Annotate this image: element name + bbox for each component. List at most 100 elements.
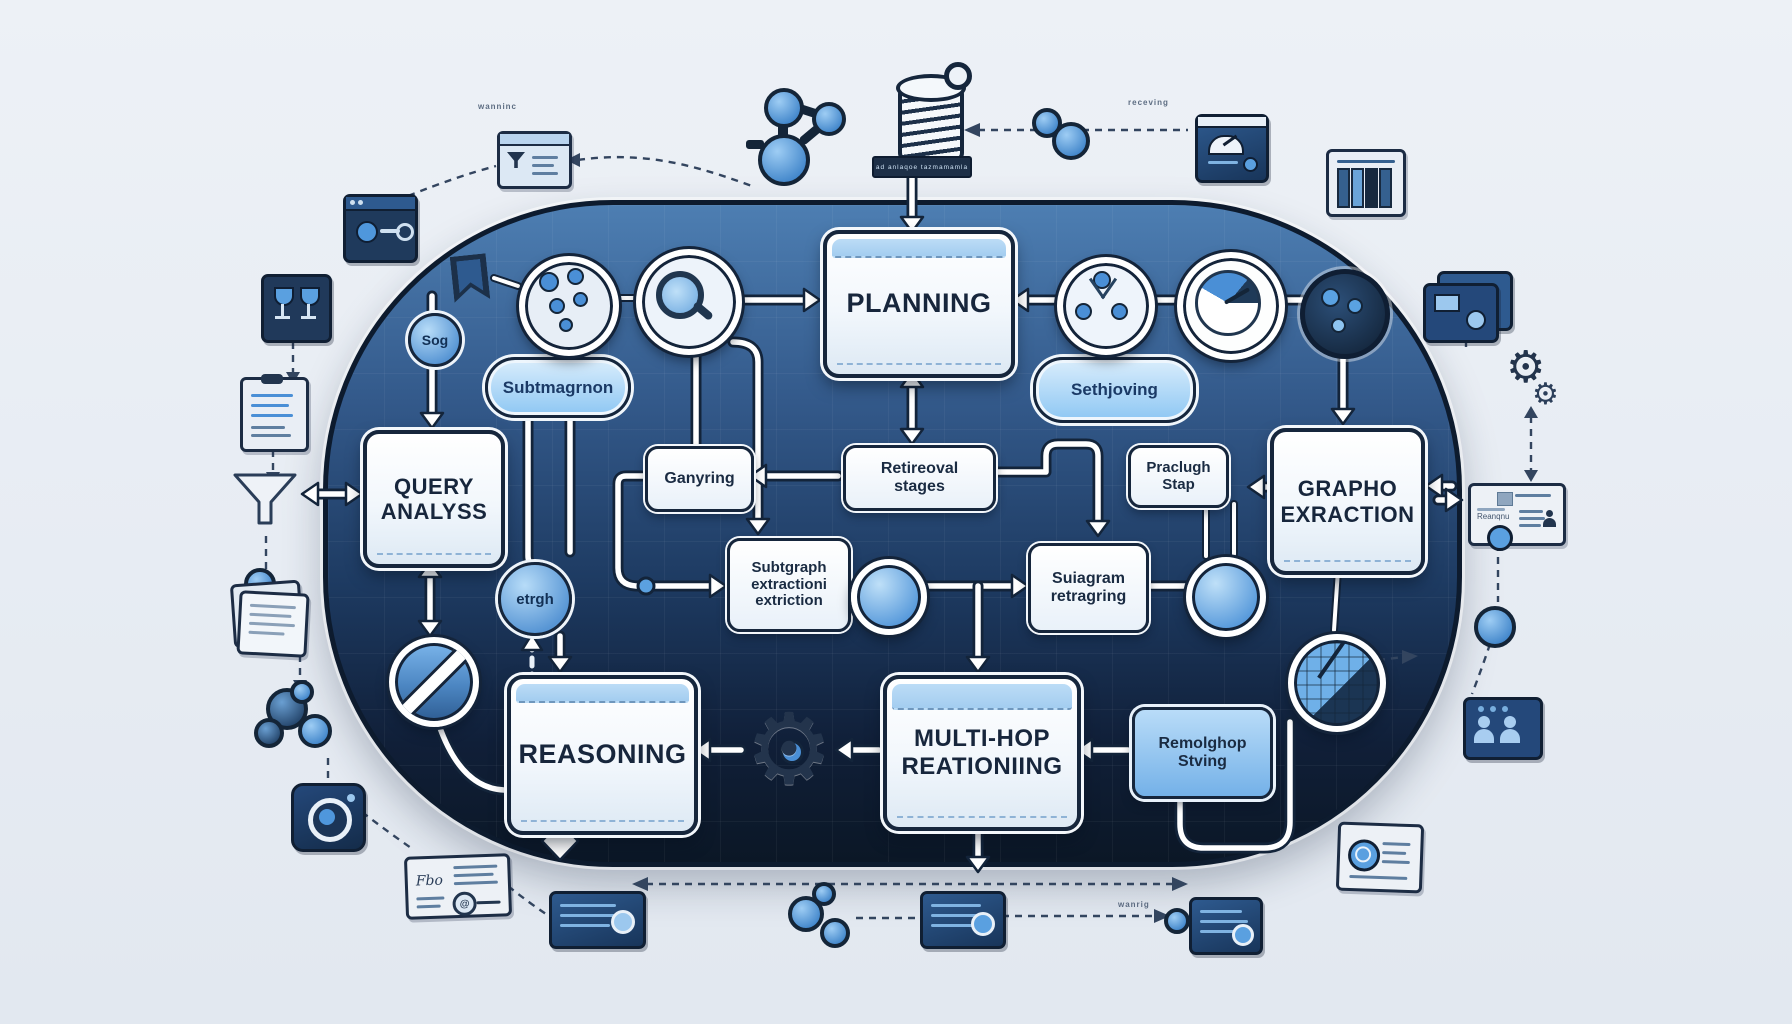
funnel-glyph [507,152,525,168]
gear-center-dot [780,740,804,764]
node-suiagram-line2: retragring [1050,588,1127,605]
molecule-atom [764,88,804,128]
node-dot [1075,303,1092,320]
node-footer-dashes [377,553,491,555]
dashed-bottom-1 [507,885,547,915]
molecule-atom [1052,122,1090,160]
node-praclugh-step: Praclugh Stap [1128,445,1229,508]
book-bar [1351,168,1364,208]
card-titlebar [1198,117,1266,128]
gear-icon: ⚙ [743,700,835,798]
node-subgraph-extraction: Subtgraph extractioni extriction [727,538,851,632]
pill-subtmagrnon: Subtmagrnon [485,357,631,418]
frame-eye [1466,310,1486,330]
brain-network-icon [519,256,619,356]
node-header-band [892,684,1072,710]
node-grapho-line2: EXRACTION [1280,501,1415,527]
note-card-bottomleft-icon: Fbo @ [403,853,513,920]
browser-funnel-card-icon [497,131,572,189]
photo-frame-front-icon [1423,283,1499,343]
node-multihop-line2: REATIONIING [901,753,1063,780]
dashed-card-browser [407,164,497,198]
panel-bottom1-icon [549,891,646,949]
magnifier-icon [636,249,742,355]
badge-etrgh: etrgh [498,562,572,636]
badge-sog-label: Sog [421,332,449,348]
person-body [1543,518,1556,527]
node-planning: PLANNING [823,230,1015,378]
node-reasoning: REASONING [507,675,698,835]
dashed-bottom-long [632,877,1188,891]
key-ring [396,223,414,241]
node-praclugh-line1: Praclugh [1146,458,1211,476]
molecule-atom [290,680,314,704]
node-dot [1321,288,1340,307]
blue-ball [1243,157,1258,172]
molecule-atom [758,134,810,186]
node-multihop-reasoning: MULTI-HOP REATIONIING [883,675,1081,831]
panel-bottom3-icon [1189,897,1263,955]
node-footer-dashes [837,363,1001,365]
pie-lens-icon [1288,634,1386,732]
node-retireoval-line1: Retireoval [880,460,959,478]
database-ring [944,62,972,90]
book-bar [1365,168,1378,208]
node-query-line2: ANALYSS [380,499,488,524]
node-remolghop-line2: Stving [1178,753,1227,770]
node-grapho-line1: GRAPHO [1297,476,1398,502]
goblet-stem [307,304,310,316]
node-dot [539,272,559,292]
camera-dot [347,794,355,802]
blue-ball-icon [1164,908,1190,934]
node-retrieval-stages: Retireoval stages [843,445,996,511]
card-titlebar [500,134,569,146]
node-footer-dashes [1284,560,1411,562]
dashed-right-4 [1470,643,1492,695]
molecule-atom [812,882,836,906]
node-subgraph-retrieving: Suiagram retragring [1028,543,1149,633]
node-reasoning-label: REASONING [518,739,687,770]
node-remolghop-stving: Remolghop Stving [1132,707,1273,799]
prohibited-slash-icon [389,637,479,727]
node-query-line1: QUERY [394,473,474,499]
funnel-icon [233,473,297,525]
molecule-atom [820,918,850,948]
node-dot [1093,271,1111,289]
person-head [1504,716,1516,728]
person-head [1546,510,1553,517]
paper-sheet-front-icon [236,590,310,658]
gauge-chart-icon [1177,252,1285,360]
blue-ball [356,221,378,243]
node-dot [573,292,588,307]
node-dot [549,298,565,314]
node-footer-dashes [897,816,1067,818]
panel-dot [1502,706,1508,712]
titlebar-dot [358,200,363,205]
dark-browser-icon [343,194,418,263]
node-ganyring-label: Ganyring [664,470,735,488]
node-multihop-line1: MULTI-HOP [913,725,1051,753]
plaque-text: ad anlaqoe tazmamamla [875,163,969,171]
molecule-atom [1032,108,1062,138]
badge-etrgh-label: etrgh [516,590,554,608]
people-panel-icon [1463,697,1543,760]
node-footer-dashes [521,820,684,822]
node-suiagram-line1: Suiagram [1052,570,1125,588]
note-card-bottomright-icon [1335,821,1425,894]
badge-sog: Sog [408,313,462,367]
node-dot [1111,303,1128,320]
node-header-band [832,239,1006,258]
goblet-base [275,316,290,319]
gear-smaller-icon: ⚙ [1532,378,1559,411]
dashed-bottom-2 [1002,909,1170,923]
goblet-bowl [274,287,294,306]
node-remolghop-line1: Remolghop [1158,735,1247,753]
key-shaft [380,229,400,233]
card-titlebar [346,197,415,211]
lens-ball-icon [851,559,927,635]
panel-bottom2-icon [920,891,1006,949]
molecule-bond [746,140,764,149]
molecule-atom [298,714,332,748]
gauge-card-icon [1195,114,1269,183]
